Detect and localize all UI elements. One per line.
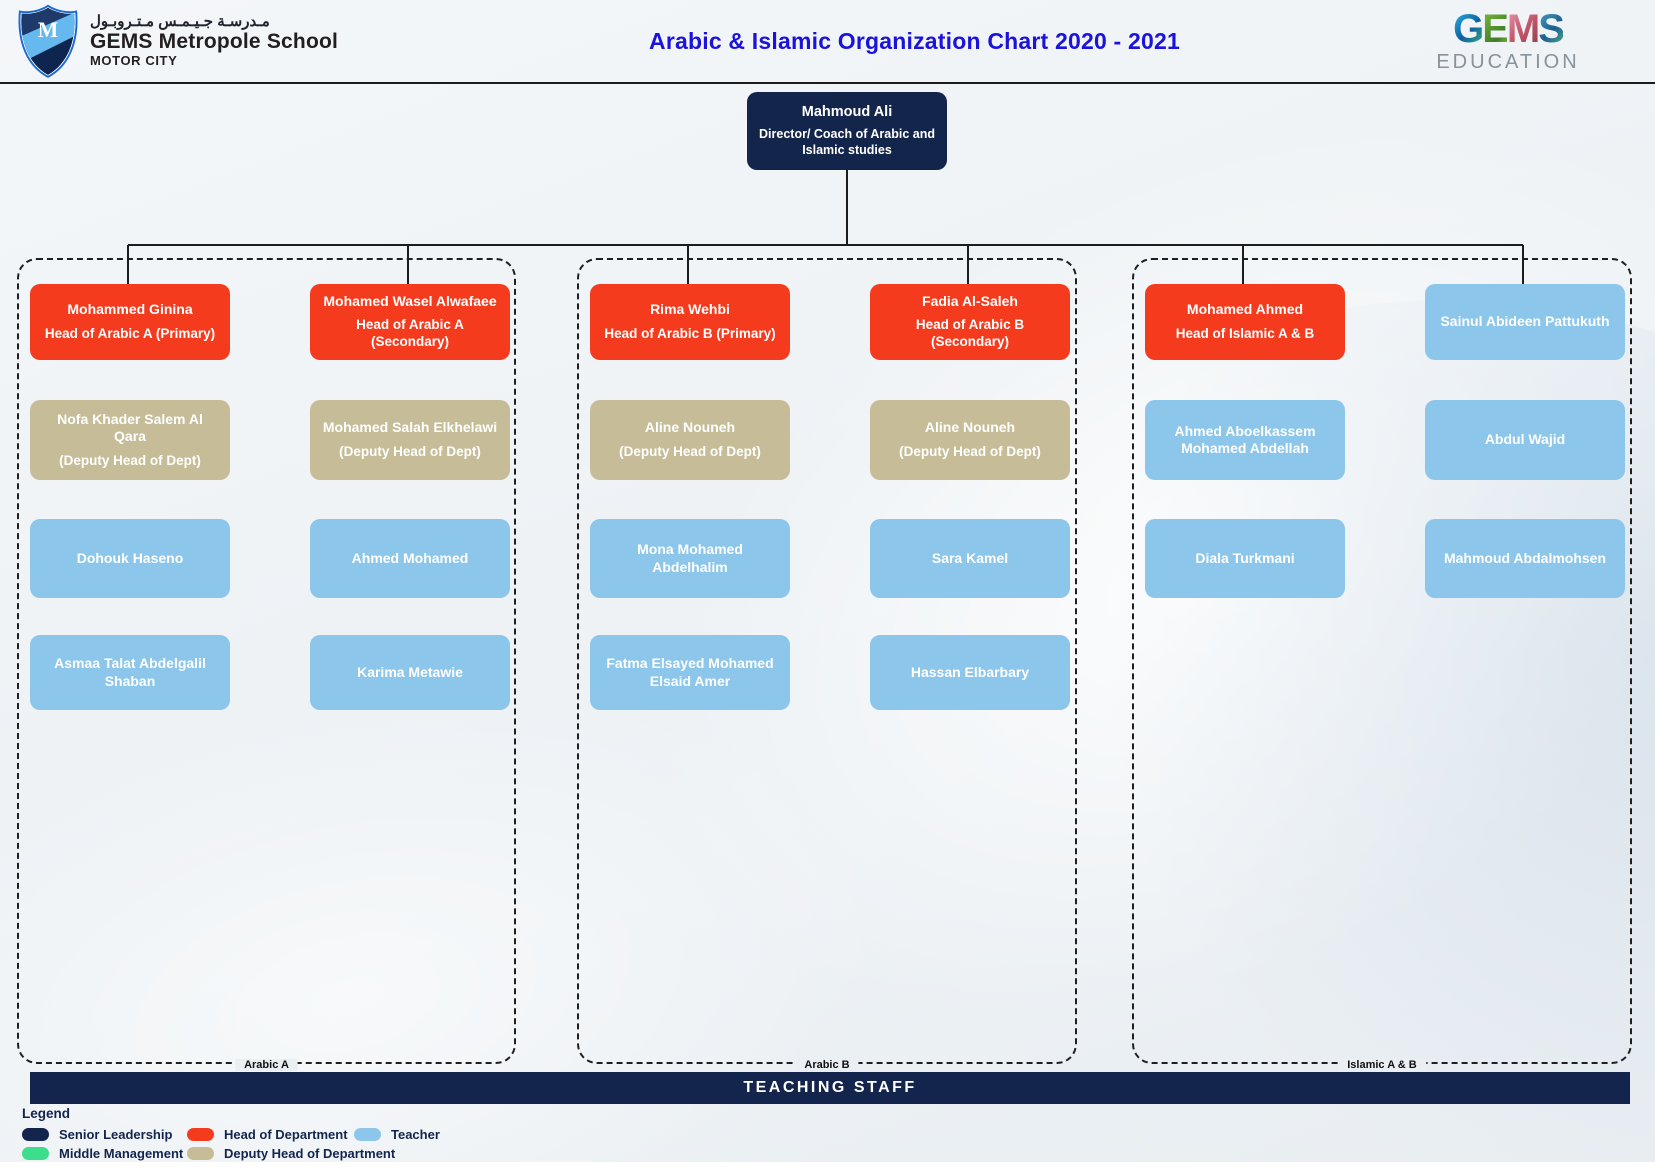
person-name: Nofa Khader Salem Al Qara: [57, 410, 203, 445]
legend-swatch-navy: [22, 1128, 49, 1141]
group-arabic-a: Mohammed Ginina Head of Arabic A (Primar…: [17, 258, 516, 1071]
legend-item-head-of-department: Head of Department: [187, 1127, 354, 1142]
gems-letter: S: [1538, 6, 1565, 51]
school-shield-icon: M: [18, 4, 78, 78]
legend-label: Deputy Head of Department: [224, 1146, 396, 1161]
legend: Legend Senior Leadership Head of Departm…: [22, 1106, 440, 1163]
person-name: Mahmoud Ali: [801, 103, 893, 120]
group-islamic-a-b: Mohamed Ahmed Head of Islamic A & B Ahme…: [1132, 258, 1632, 1071]
school-subtitle: MOTOR CITY: [90, 52, 178, 68]
person-role: (Deputy Head of Dept): [59, 452, 201, 468]
legend-swatch-blue: [354, 1128, 381, 1141]
legend-swatch-green: [22, 1147, 49, 1160]
legend-swatch-red: [187, 1128, 214, 1141]
legend-label: Head of Department: [224, 1127, 348, 1142]
legend-label: Senior Leadership: [59, 1127, 173, 1142]
gems-letter: E: [1482, 6, 1509, 51]
school-name-arabic: مـدرسـة جـيـمـس مـتـروبـول: [90, 12, 270, 30]
gems-education-logo: G E M S EDUCATION: [1383, 9, 1633, 74]
person-role: Head of Arabic A (Primary): [44, 325, 216, 341]
teaching-staff-bar: TEACHING STAFF: [30, 1072, 1630, 1104]
box-head-arabic-a-primary: Mohammed Ginina Head of Arabic A (Primar…: [30, 284, 230, 360]
person-role: Director/ Coach of Arabic and Islamic st…: [759, 126, 935, 157]
box-deputy-arabic-a-primary: Nofa Khader Salem Al Qara (Deputy Head o…: [30, 400, 230, 480]
school-name-block: مـدرسـة جـيـمـس مـتـروبـول GEMS Metropol…: [90, 12, 339, 69]
legend-row: Senior Leadership Head of Department Tea…: [22, 1125, 440, 1144]
legend-label: Middle Management: [59, 1146, 184, 1161]
legend-swatch-tan: [187, 1147, 214, 1160]
person-name: Mohammed Ginina: [67, 301, 193, 318]
page-title: Arabic & Islamic Organization Chart 2020…: [649, 27, 1180, 54]
header: M مـدرسـة جـيـمـس مـتـروبـول GEMS Metrop…: [0, 0, 1655, 84]
group-arabic-b: Rima Wehbi Head of Arabic B (Primary) Al…: [577, 258, 1077, 1071]
school-logo: M مـدرسـة جـيـمـس مـتـروبـول GEMS Metrop…: [16, 3, 446, 79]
legend-title: Legend: [22, 1106, 71, 1121]
legend-label: Teacher: [391, 1127, 440, 1142]
legend-item-middle-management: Middle Management: [22, 1146, 187, 1161]
director-box: Mahmoud Ali Director/ Coach of Arabic an…: [747, 92, 947, 170]
legend-row: Middle Management Deputy Head of Departm…: [22, 1144, 440, 1163]
bottom-strip: [0, 1162, 1655, 1170]
gems-wordmark: G E M S: [1453, 6, 1565, 51]
gems-letter: M: [1506, 6, 1540, 51]
gems-letter: G: [1453, 6, 1484, 51]
legend-item-deputy-head: Deputy Head of Department: [187, 1146, 395, 1161]
svg-text:M: M: [38, 18, 59, 42]
school-name: GEMS Metropole School: [90, 30, 339, 54]
legend-item-teacher: Teacher: [354, 1127, 440, 1142]
education-wordmark: EDUCATION: [1436, 50, 1580, 73]
legend-item-senior-leadership: Senior Leadership: [22, 1127, 187, 1142]
